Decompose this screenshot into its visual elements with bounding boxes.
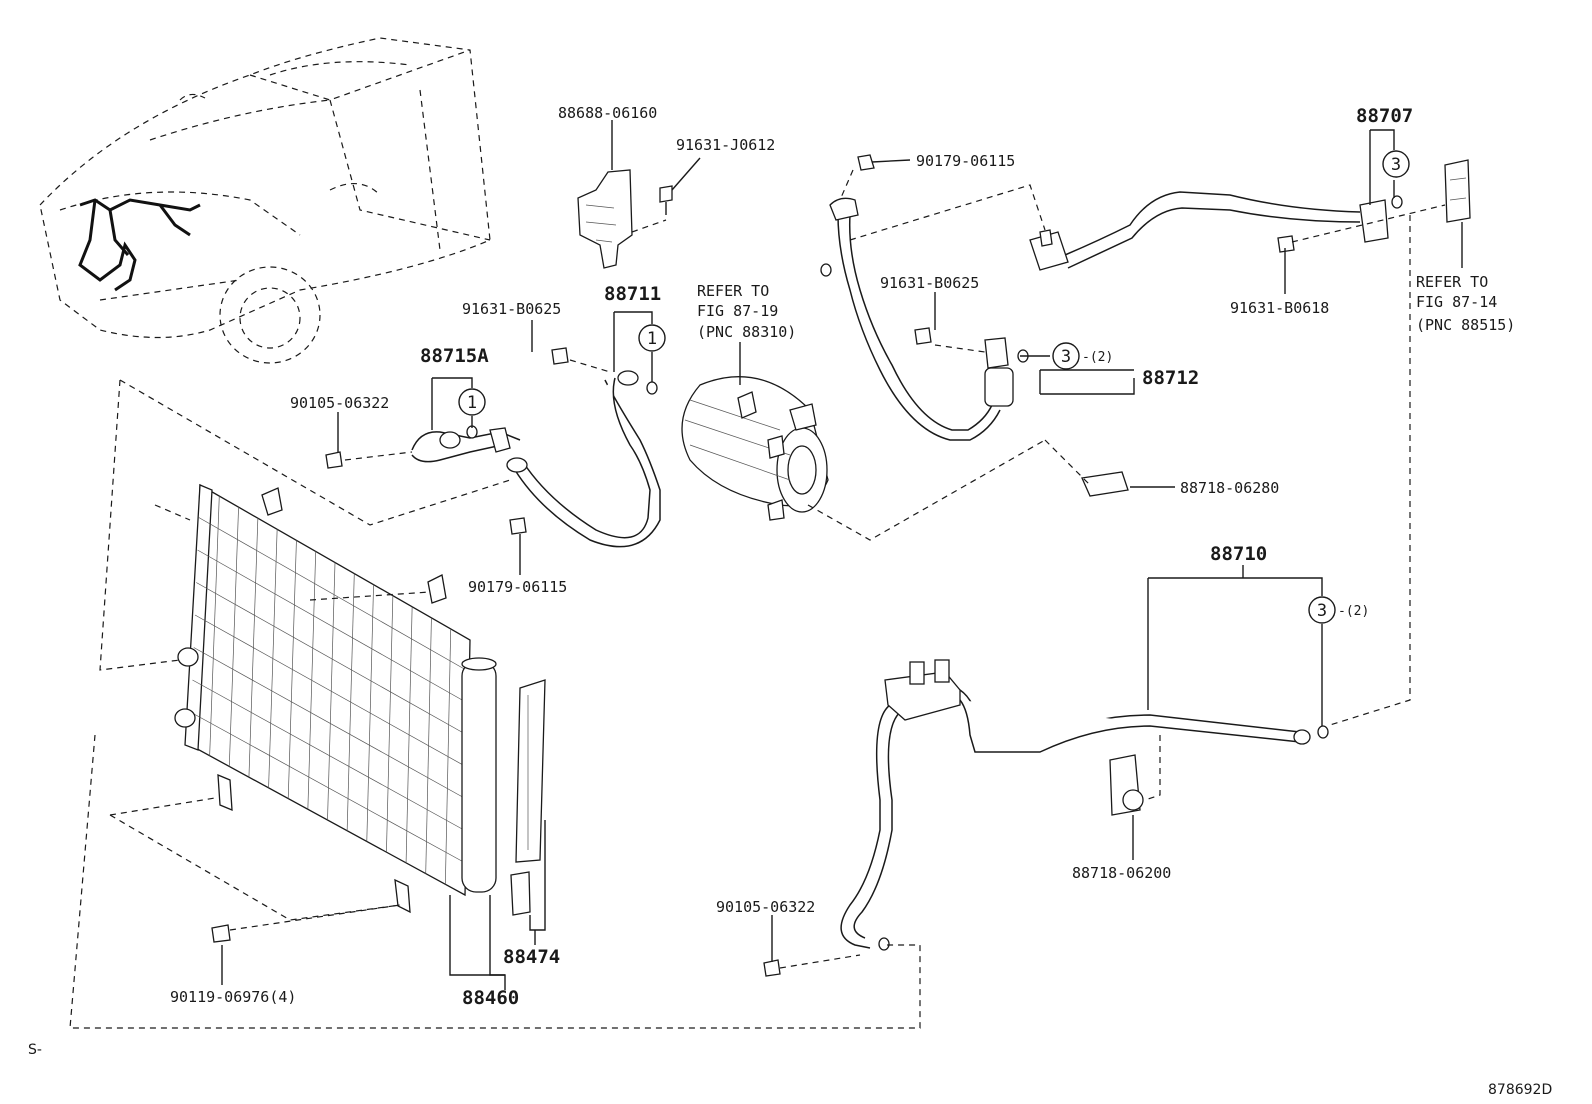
label-90105-06322-b: 90105-06322 xyxy=(716,898,815,916)
label-refer-to-b: REFER TO xyxy=(1416,273,1488,291)
assembly-lines xyxy=(69,169,1446,1029)
label-91631-b0625-a: 91631-B0625 xyxy=(462,300,561,318)
condenser xyxy=(174,483,497,914)
fasteners xyxy=(211,154,1403,977)
expansion-valve xyxy=(1444,159,1471,223)
label-88718-06280: 88718-06280 xyxy=(1180,479,1279,497)
callout-3-c: 3 xyxy=(1317,601,1327,621)
label-88688-06160: 88688-06160 xyxy=(558,104,657,122)
callout-3-b: 3 xyxy=(1061,347,1071,367)
label-refer-to-a: REFER TO xyxy=(697,282,769,300)
label-qty-b: -(2) xyxy=(1338,604,1369,619)
diagram-id: 878692D xyxy=(1488,1082,1552,1098)
corner-mark-left: S- xyxy=(28,1042,42,1058)
label-90179-06115-mid: 90179-06115 xyxy=(468,578,567,596)
callout-1-b: 1 xyxy=(467,393,477,413)
callout-circles: 1 1 3 3 3 xyxy=(458,150,1410,624)
pipe-88710 xyxy=(840,659,1311,949)
label-91631-b0618: 91631-B0618 xyxy=(1230,299,1329,317)
label-90179-06115-top: 90179-06115 xyxy=(916,152,1015,170)
label-88710: 88710 xyxy=(1210,543,1267,565)
label-refer-pnc-b: (PNC 88515) xyxy=(1416,316,1515,334)
bracket-88688 xyxy=(577,169,673,269)
label-88707: 88707 xyxy=(1356,105,1413,127)
callout-1-a: 1 xyxy=(647,329,657,349)
part-labels: 88688-06160 91631-J0612 90179-06115 8870… xyxy=(28,104,1552,1098)
pipe-88707 xyxy=(1029,191,1389,271)
clamp-88718-06280 xyxy=(1081,471,1129,497)
hose-88712 xyxy=(829,197,1014,441)
label-refer-fig-b: FIG 87-14 xyxy=(1416,293,1497,311)
label-88474: 88474 xyxy=(503,946,560,968)
compressor xyxy=(681,376,829,521)
callout-3-a: 3 xyxy=(1391,155,1401,175)
vehicle-illustration xyxy=(39,37,491,364)
label-88715a: 88715A xyxy=(420,345,489,367)
label-88718-06200: 88718-06200 xyxy=(1072,864,1171,882)
label-88460: 88460 xyxy=(462,987,519,1009)
filter-dryer-88474 xyxy=(510,679,546,916)
leader-lines xyxy=(221,120,1463,990)
hose-88711 xyxy=(506,370,661,548)
label-refer-pnc-a: (PNC 88310) xyxy=(697,323,796,341)
label-90105-06322-a: 90105-06322 xyxy=(290,394,389,412)
label-90119-06976: 90119-06976(4) xyxy=(170,988,296,1006)
label-91631-j0612: 91631-J0612 xyxy=(676,136,775,154)
label-refer-fig-a: FIG 87-19 xyxy=(697,302,778,320)
label-qty-a: -(2) xyxy=(1082,350,1113,365)
label-88712: 88712 xyxy=(1142,367,1199,389)
label-91631-b0625-b: 91631-B0625 xyxy=(880,274,979,292)
clamp-88718-06200 xyxy=(1109,754,1144,816)
label-88711: 88711 xyxy=(604,283,661,305)
pipe-88715a xyxy=(411,427,521,463)
